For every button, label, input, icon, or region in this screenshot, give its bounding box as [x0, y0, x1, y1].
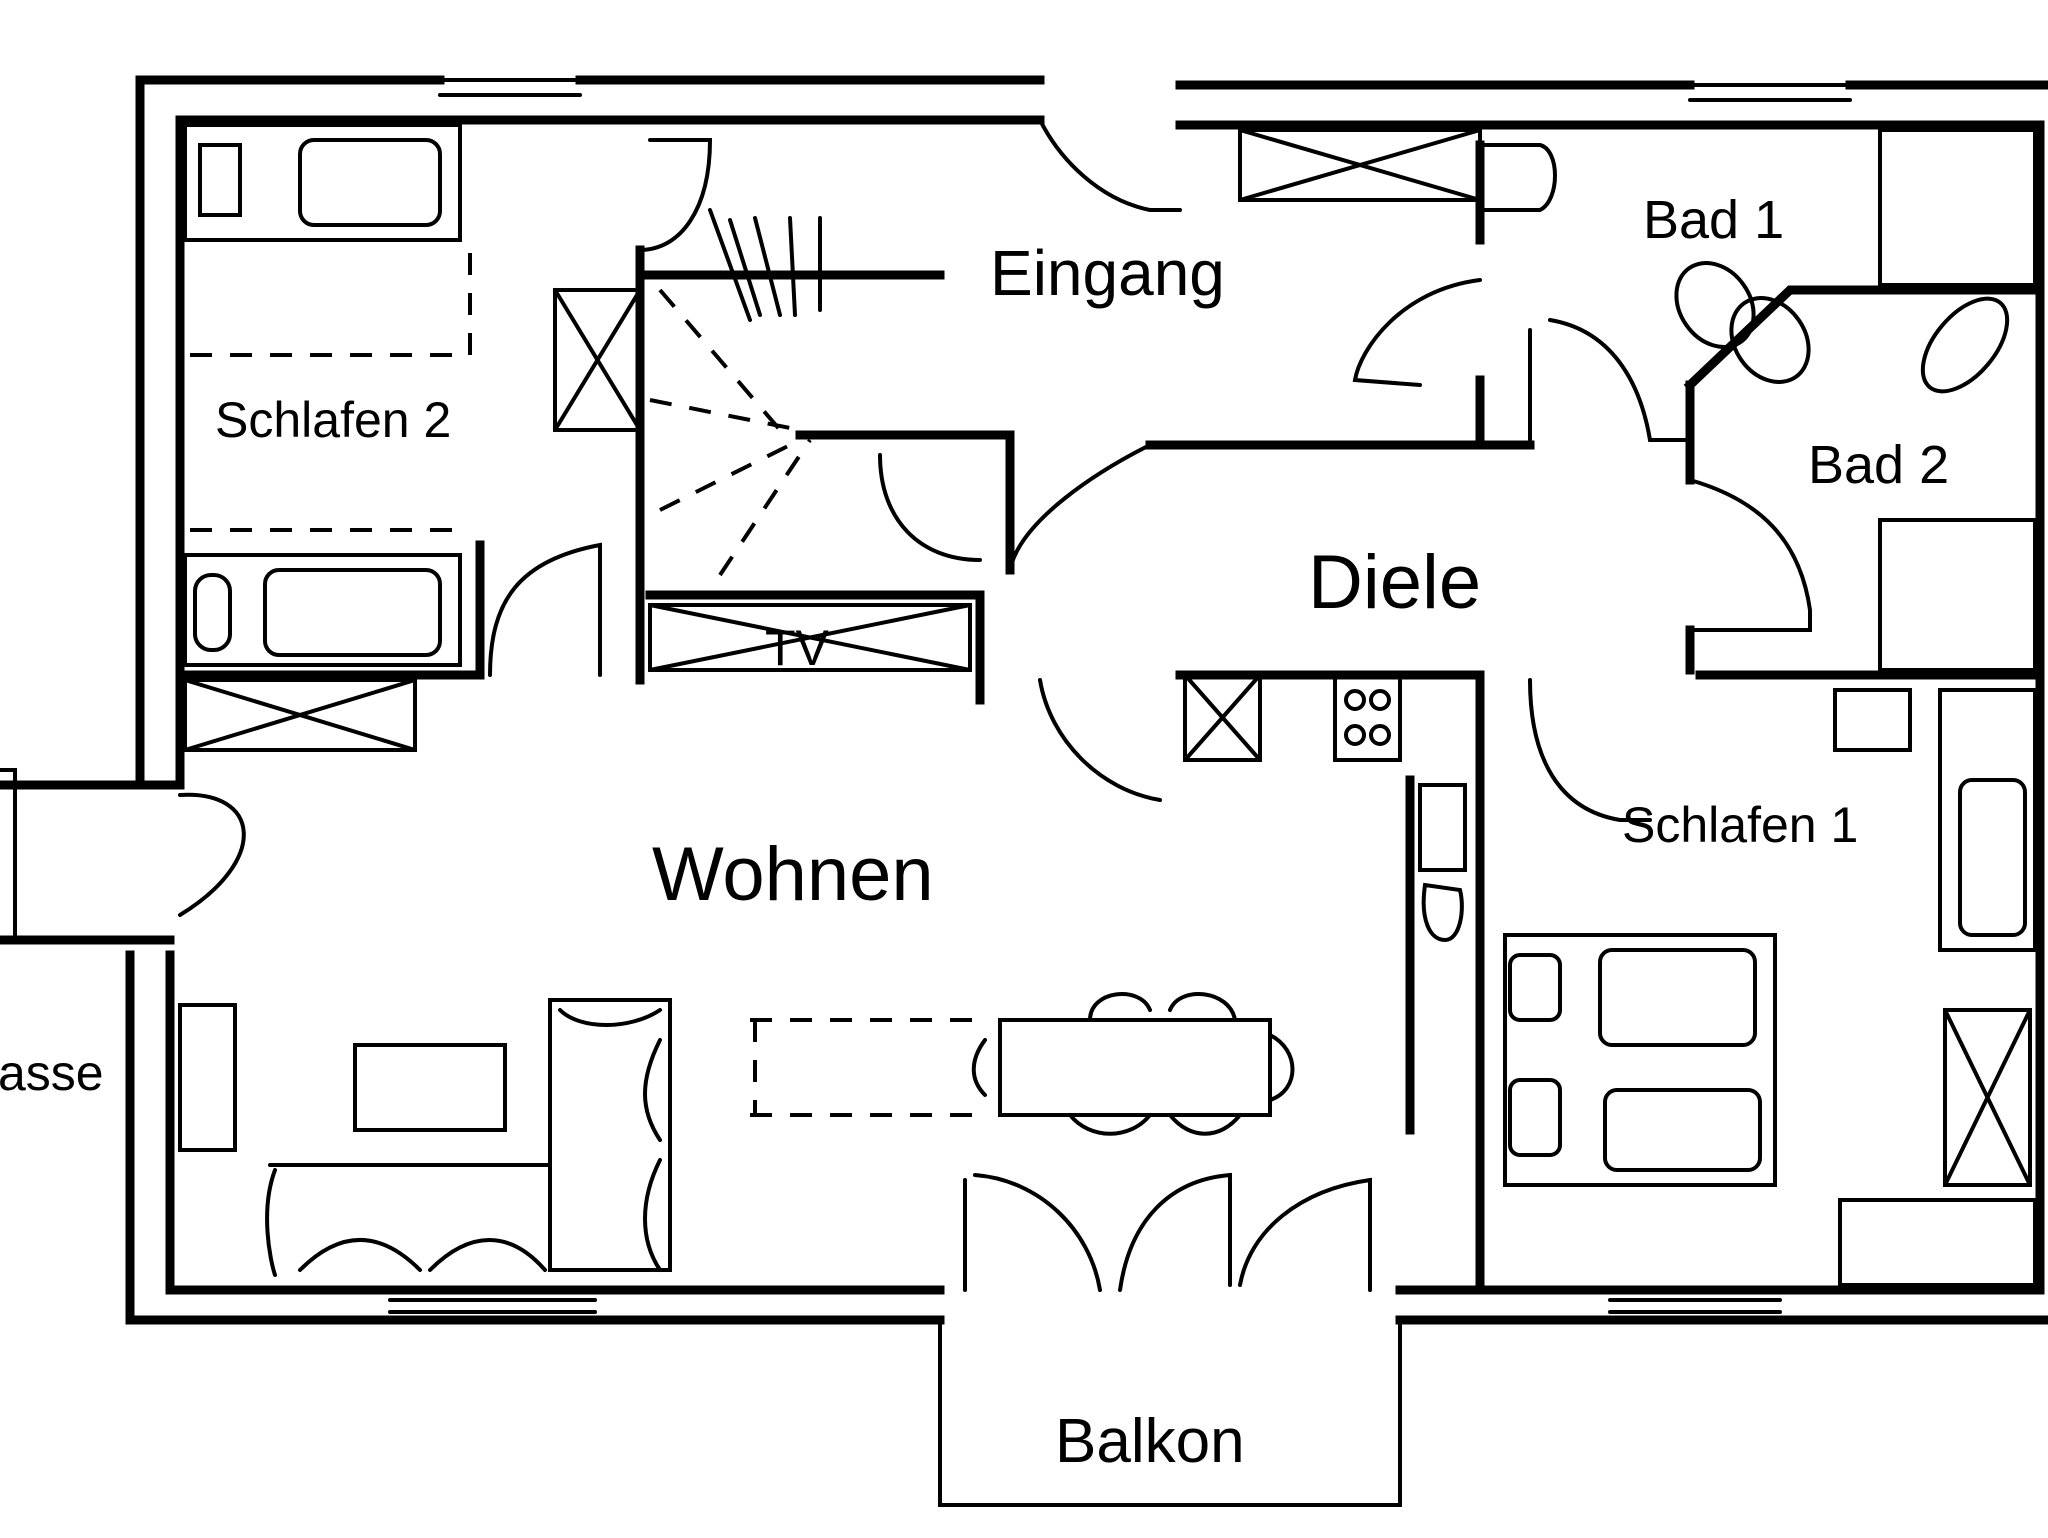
room-label-diele: Diele: [1308, 540, 1481, 625]
outer-walls: [125, 75, 2048, 1325]
balcony: [938, 1318, 1402, 1507]
cabinets: [183, 128, 2032, 1187]
door-kitchen: [1038, 678, 1162, 802]
stairs: [649, 208, 822, 577]
room-label-bad2: Bad 2: [1808, 435, 1949, 495]
door-stairs: [878, 453, 982, 562]
room-label-wohnen: Wohnen: [652, 832, 934, 917]
room-label-eingang: Eingang: [990, 237, 1225, 309]
doors: [178, 118, 1812, 1292]
toilet-bad1: [1483, 143, 1557, 212]
door-entrance: [1038, 118, 1182, 212]
tv-label: TV: [765, 620, 830, 676]
door-wohnen-schlafen2: [488, 542, 602, 677]
door-schlafen1: [1528, 678, 1652, 822]
door-bad2: [1528, 318, 1692, 447]
door-diele: [1008, 443, 1152, 572]
terrace: [0, 768, 17, 942]
room-label-bad1: Bad 1: [1643, 190, 1784, 250]
sink-2: [1729, 296, 1811, 384]
kitchen-sink: [1418, 783, 1467, 872]
sink-1: [1674, 261, 1756, 349]
room-label-balkon: Balkon: [1055, 1407, 1245, 1476]
door-bad2-lower: [1688, 478, 1812, 632]
door-balkon: [963, 1172, 1372, 1292]
room-label-terrasse: asse: [0, 1045, 104, 1101]
door-schlafen2: [638, 138, 713, 252]
interior-walls: [0, 140, 2045, 1295]
toilet-bad2: [1920, 296, 2010, 394]
door-bad1: [1352, 278, 1482, 387]
room-label-schlafen2: Schlafen 2: [215, 392, 451, 448]
door-terrasse: [178, 792, 246, 917]
room-label-schlafen1: Schlafen 1: [1622, 797, 1858, 853]
furniture: [178, 123, 2037, 1287]
fridge: [1421, 882, 1464, 943]
sanitary: [1418, 143, 2010, 943]
